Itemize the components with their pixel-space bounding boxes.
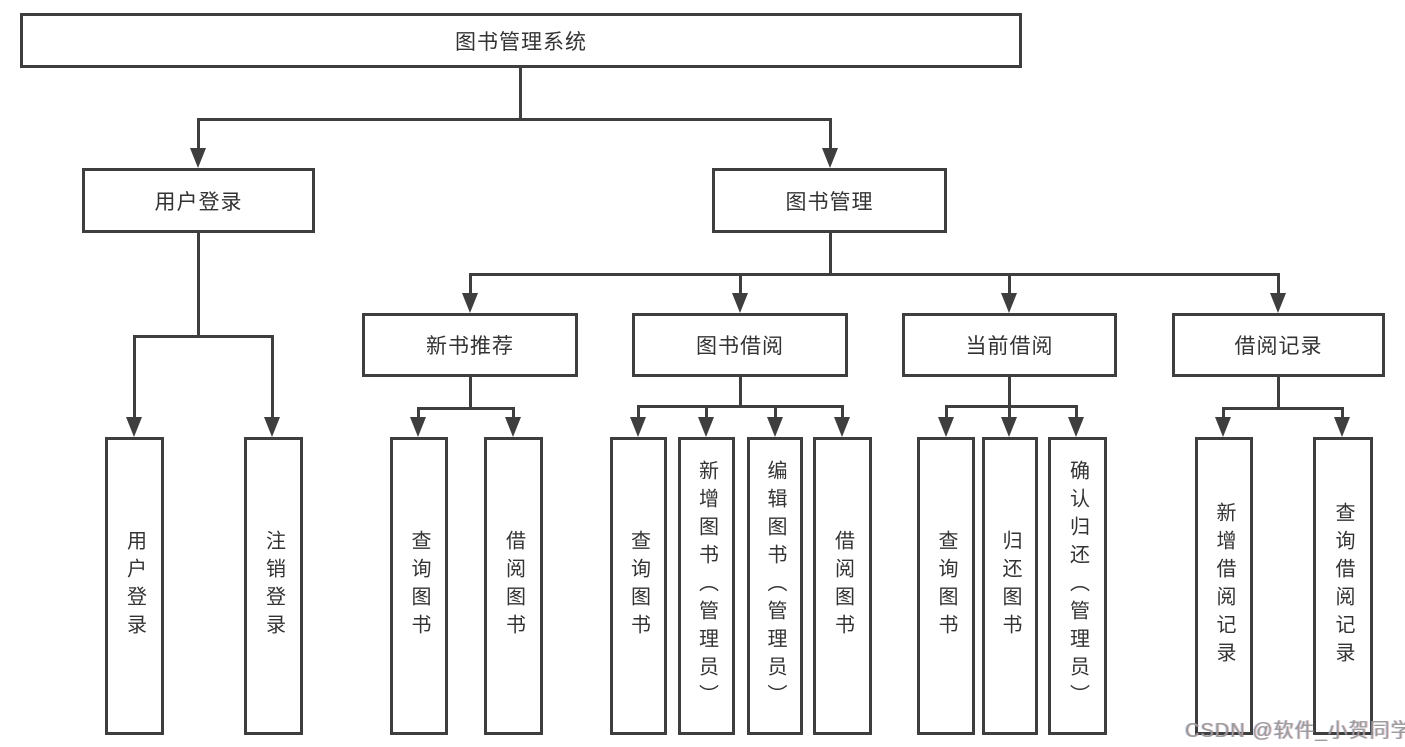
connector-login-down: [197, 233, 200, 335]
leaf-borrow-book-recommend-label: 借阅图书: [502, 530, 525, 642]
connector-down: [739, 377, 742, 405]
leaf-add-borrow-record: 新增借阅记录: [1195, 437, 1253, 735]
arrow-down-icon: [462, 293, 478, 313]
connector-leaf-stem: [637, 405, 640, 421]
leaf-logout: 注销登录: [244, 437, 303, 735]
node-book-borrow-label: 图书借阅: [696, 335, 784, 358]
connector-leaf-stem: [1075, 405, 1078, 421]
connector-l2-stem: [469, 273, 472, 295]
arrow-down-icon: [767, 417, 783, 437]
connector-leaf-stem: [1008, 405, 1011, 421]
leaf-add-book-admin: 新增图书（管理员）: [678, 437, 735, 735]
node-borrow-record-label: 借阅记录: [1234, 335, 1323, 358]
arrow-down-icon: [1270, 293, 1286, 313]
leaf-user-login-label: 用户登录: [123, 530, 146, 642]
arrow-down-icon: [938, 417, 954, 437]
connector-login-branch: [133, 335, 274, 338]
leaf-user-login: 用户登录: [105, 437, 164, 735]
node-book-management-label: 图书管理: [785, 190, 874, 214]
connector-root-branch: [197, 118, 832, 121]
node-user-login: 用户登录: [82, 168, 315, 233]
connector-leaf-stem: [705, 405, 708, 421]
arrow-down-icon: [264, 417, 280, 437]
leaf-borrow-book-recommend: 借阅图书: [484, 437, 543, 735]
node-root-label: 图书管理系统: [455, 30, 587, 54]
arrow-down-icon: [1001, 417, 1017, 437]
arrow-down-icon: [505, 417, 521, 437]
leaf-add-book-admin-label: 新增图书（管理员）: [695, 460, 718, 712]
connector-branch: [417, 407, 515, 410]
arrow-down-icon: [1068, 417, 1084, 437]
connector-login-stem: [197, 118, 200, 154]
node-root-system: 图书管理系统: [20, 13, 1022, 68]
connector-leaf-stem: [512, 407, 515, 422]
leaf-query-book-recommend: 查询图书: [390, 437, 448, 735]
connector-branch: [637, 405, 844, 408]
arrow-down-icon: [410, 417, 426, 437]
arrow-down-icon: [630, 417, 646, 437]
arrow-down-icon: [1001, 293, 1017, 313]
connector-mgmt-down: [829, 233, 832, 273]
node-current-borrow-label: 当前借阅: [965, 335, 1054, 358]
leaf-edit-book-admin-label: 编辑图书（管理员）: [764, 460, 786, 712]
connector-leaf-stem: [271, 335, 274, 420]
connector-leaf-stem: [774, 405, 777, 421]
connector-down: [1277, 377, 1280, 407]
leaf-add-borrow-record-label: 新增借阅记录: [1213, 502, 1235, 670]
connector-down: [469, 377, 472, 407]
connector-mgmt-branch: [469, 273, 1280, 276]
leaf-query-book-current-label: 查询图书: [935, 530, 957, 642]
arrow-down-icon: [732, 293, 748, 313]
connector-leaf-stem: [417, 407, 420, 422]
connector-root-stem: [519, 68, 522, 118]
node-new-book-recommend: 新书推荐: [362, 313, 578, 377]
node-borrow-record: 借阅记录: [1172, 313, 1385, 377]
connector-branch: [1222, 407, 1343, 410]
connector-leaf-stem: [133, 335, 136, 420]
leaf-query-book-current: 查询图书: [917, 437, 975, 735]
connector-l2-stem: [739, 273, 742, 295]
node-book-borrow: 图书借阅: [632, 313, 848, 377]
arrow-down-icon: [190, 148, 206, 168]
arrow-down-icon: [126, 417, 142, 437]
node-user-login-label: 用户登录: [154, 190, 243, 214]
connector-branch: [945, 405, 1078, 408]
leaf-logout-label: 注销登录: [262, 530, 285, 642]
node-book-management: 图书管理: [712, 168, 947, 233]
arrow-down-icon: [1334, 417, 1350, 437]
leaf-query-book-borrow: 查询图书: [610, 437, 667, 735]
arrow-down-icon: [698, 417, 714, 437]
leaf-query-borrow-record: 查询借阅记录: [1313, 437, 1373, 735]
leaf-confirm-return-admin: 确认归还（管理员）: [1048, 437, 1107, 735]
leaf-confirm-return-admin-label: 确认归还（管理员）: [1066, 460, 1089, 712]
node-current-borrow: 当前借阅: [902, 313, 1117, 377]
arrow-down-icon: [834, 417, 850, 437]
leaf-return-book: 归还图书: [982, 437, 1038, 735]
connector-leaf-stem: [945, 405, 948, 421]
connector-leaf-stem: [841, 405, 844, 421]
connector-leaf-stem: [1341, 407, 1344, 422]
leaf-query-book-borrow-label: 查询图书: [627, 530, 650, 642]
connector-l2-stem: [1008, 273, 1011, 295]
leaf-query-borrow-record-label: 查询借阅记录: [1332, 502, 1354, 670]
leaf-borrow-book-label: 借阅图书: [831, 530, 854, 642]
leaf-return-book-label: 归还图书: [999, 530, 1021, 642]
node-new-book-recommend-label: 新书推荐: [426, 335, 514, 358]
connector-down: [1008, 377, 1011, 405]
connector-l2-stem: [1277, 273, 1280, 295]
arrow-down-icon: [1215, 417, 1231, 437]
connector-leaf-stem: [1222, 407, 1225, 422]
csdn-watermark: CSDN @软件_小贺同学: [1185, 720, 1405, 742]
arrow-down-icon: [822, 148, 838, 168]
leaf-borrow-book: 借阅图书: [813, 437, 872, 735]
leaf-query-book-recommend-label: 查询图书: [408, 530, 430, 642]
leaf-edit-book-admin: 编辑图书（管理员）: [747, 437, 803, 735]
connector-mgmt-stem: [829, 118, 832, 154]
